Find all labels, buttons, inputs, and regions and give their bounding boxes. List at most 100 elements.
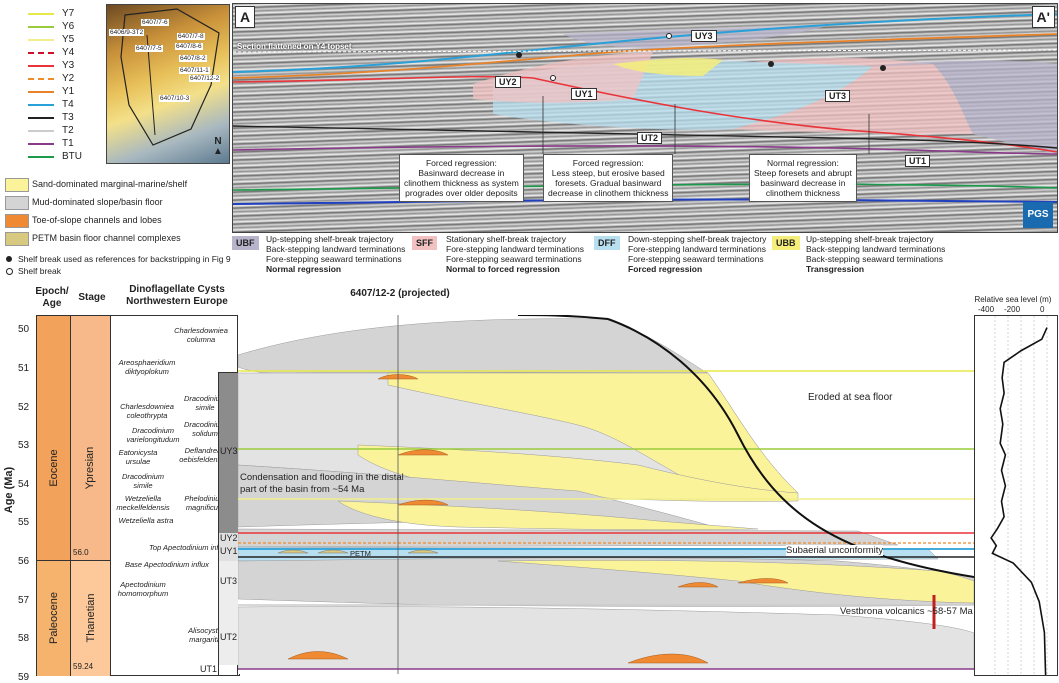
stage-column: Ypresian Thanetian 56.0 59.24 bbox=[70, 315, 112, 676]
age-tick-label: 52 bbox=[18, 401, 30, 413]
section-corner-left: A bbox=[235, 6, 256, 28]
interpretation-callout: Forced regression:Basinward decrease in … bbox=[399, 154, 524, 202]
ut2-block bbox=[219, 605, 239, 665]
location-map: 6407/7-6 6406/9-3T2 6407/7-5 6407/7-8 64… bbox=[106, 4, 230, 164]
facies-swatch bbox=[5, 178, 29, 192]
unit-label: UT2 bbox=[637, 132, 663, 144]
cyst-taxon: Phelodinium magnificum bbox=[184, 494, 226, 512]
trajectory-tag: SFF bbox=[412, 236, 437, 250]
age-tick-label: 51 bbox=[18, 363, 30, 375]
horizon-legend-item: Y6 bbox=[28, 21, 98, 33]
horizon-label: Y4 bbox=[62, 47, 75, 58]
uy1-block bbox=[219, 547, 239, 561]
epoch-column: Eocene Paleocene bbox=[36, 315, 72, 676]
stage-label: Thanetian bbox=[85, 593, 97, 643]
horizon-legend-item: Y1 bbox=[28, 86, 98, 98]
map-well-label: 6407/8-2 bbox=[179, 55, 207, 62]
horizon-swatch bbox=[28, 156, 54, 158]
map-well-label: 6407/11-1 bbox=[179, 67, 210, 74]
annotation: Condensation and flooding in the distal … bbox=[240, 472, 404, 495]
epoch-label: Eocene bbox=[48, 449, 60, 487]
age-tick-label: 54 bbox=[18, 478, 30, 490]
unit-label: UT3 bbox=[825, 90, 851, 102]
cyst-taxon: Dracodinium simile bbox=[183, 394, 227, 412]
map-well-label: 6407/7-8 bbox=[177, 33, 205, 40]
annotation: Eroded at sea floor bbox=[808, 392, 893, 403]
facies-swatch bbox=[5, 232, 29, 246]
trajectory-tag: UBF bbox=[232, 236, 259, 250]
pgs-logo: PGS bbox=[1023, 202, 1053, 228]
annotation: Subaerial unconformity bbox=[786, 545, 884, 556]
cyst-taxon: Charlesdowniea coleothrypta bbox=[120, 402, 174, 420]
filled-circle-icon bbox=[6, 256, 12, 262]
sea-level-tick: 0 bbox=[1040, 305, 1045, 314]
age-tick-label: 55 bbox=[18, 517, 30, 529]
horizon-label: T4 bbox=[62, 99, 74, 110]
horizon-label: T1 bbox=[62, 138, 74, 149]
horizon-legend-item: Y5 bbox=[28, 34, 98, 46]
symbol-label: Shelf break bbox=[18, 266, 61, 276]
thanetian-block bbox=[71, 560, 111, 676]
symbol-label: Shelf break used as references for backs… bbox=[18, 254, 231, 264]
cyst-taxon: Areosphaeridium diktyoplokum bbox=[118, 358, 176, 376]
age-tick-label: 58 bbox=[18, 633, 30, 645]
stage-base-age: 56.0 bbox=[73, 548, 89, 557]
cysts-column: Charlesdowniea columna Areosphaeridium d… bbox=[110, 315, 238, 676]
interpretation-callout: Forced regression:Less steep, but erosiv… bbox=[543, 154, 674, 202]
sea-level-panel bbox=[974, 315, 1058, 679]
flatten-note: Section flattened on Y4 topset bbox=[237, 42, 352, 51]
horizon-label: Y5 bbox=[62, 34, 75, 45]
map-well-label: 6407/8-6 bbox=[175, 43, 203, 50]
map-well-label: 6407/7-5 bbox=[135, 45, 163, 52]
annotation: PETM bbox=[350, 549, 371, 558]
unit-label: UY2 bbox=[220, 533, 238, 543]
epoch-header: Epoch/ Age bbox=[35, 286, 69, 309]
horizon-legend-item: T4 bbox=[28, 99, 98, 111]
cyst-taxon: Apectodinium homomorphum bbox=[117, 580, 169, 598]
horizon-label: Y2 bbox=[62, 73, 75, 84]
facies-label: PETM basin floor channel complexes bbox=[32, 233, 181, 243]
trajectory-tag: UBB bbox=[772, 236, 800, 250]
unit-label: UY1 bbox=[220, 546, 238, 556]
seismic-section: A A' Section flattened on Y4 topset UY3 … bbox=[232, 3, 1058, 233]
horizon-legend-item: T1 bbox=[28, 138, 98, 150]
eocene-block bbox=[37, 316, 71, 560]
horizon-label: Y1 bbox=[62, 86, 75, 97]
epoch-label: Paleocene bbox=[48, 592, 60, 644]
unit-label: UY2 bbox=[495, 76, 521, 88]
horizon-legend-item: Y2 bbox=[28, 73, 98, 85]
stage-header: Stage bbox=[78, 292, 106, 303]
horizon-swatch bbox=[28, 91, 54, 93]
facies-label: Toe-of-slope channels and lobes bbox=[32, 215, 162, 225]
unit-label: UT3 bbox=[220, 576, 238, 586]
ypresian-block bbox=[71, 316, 111, 560]
facies-swatch bbox=[5, 196, 29, 210]
age-tick-label: 56 bbox=[18, 556, 30, 568]
facies-swatch bbox=[5, 214, 29, 228]
stage-base-age: 59.24 bbox=[73, 662, 94, 671]
cyst-taxon: Charlesdowniea columna bbox=[174, 326, 228, 344]
age-tick-label: 57 bbox=[18, 594, 30, 606]
section-corner-right: A' bbox=[1031, 6, 1055, 28]
uy2-block bbox=[219, 533, 239, 547]
horizon-swatch bbox=[28, 26, 54, 28]
cyst-taxon: Deflandrea oebisfeldensis bbox=[179, 446, 227, 464]
unit-column bbox=[218, 372, 240, 676]
sea-level-curve bbox=[990, 316, 1048, 679]
horizon-swatch bbox=[28, 13, 54, 15]
wheeler-diagram bbox=[238, 315, 974, 674]
horizon-legend-item: Y3 bbox=[28, 60, 98, 72]
horizon-swatch bbox=[28, 52, 54, 54]
cyst-taxon: Eatonicysta ursulae bbox=[118, 448, 158, 466]
sea-level-tick: -200 bbox=[1004, 305, 1021, 314]
unit-label: UY3 bbox=[220, 446, 238, 456]
horizon-legend-item: Y4 bbox=[28, 47, 98, 59]
stage-label: Ypresian bbox=[84, 446, 96, 490]
open-circle-icon bbox=[6, 268, 13, 275]
map-well-label: 6407/12-2 bbox=[189, 75, 221, 82]
horizon-label: T2 bbox=[62, 125, 74, 136]
horizon-swatch bbox=[28, 143, 54, 145]
